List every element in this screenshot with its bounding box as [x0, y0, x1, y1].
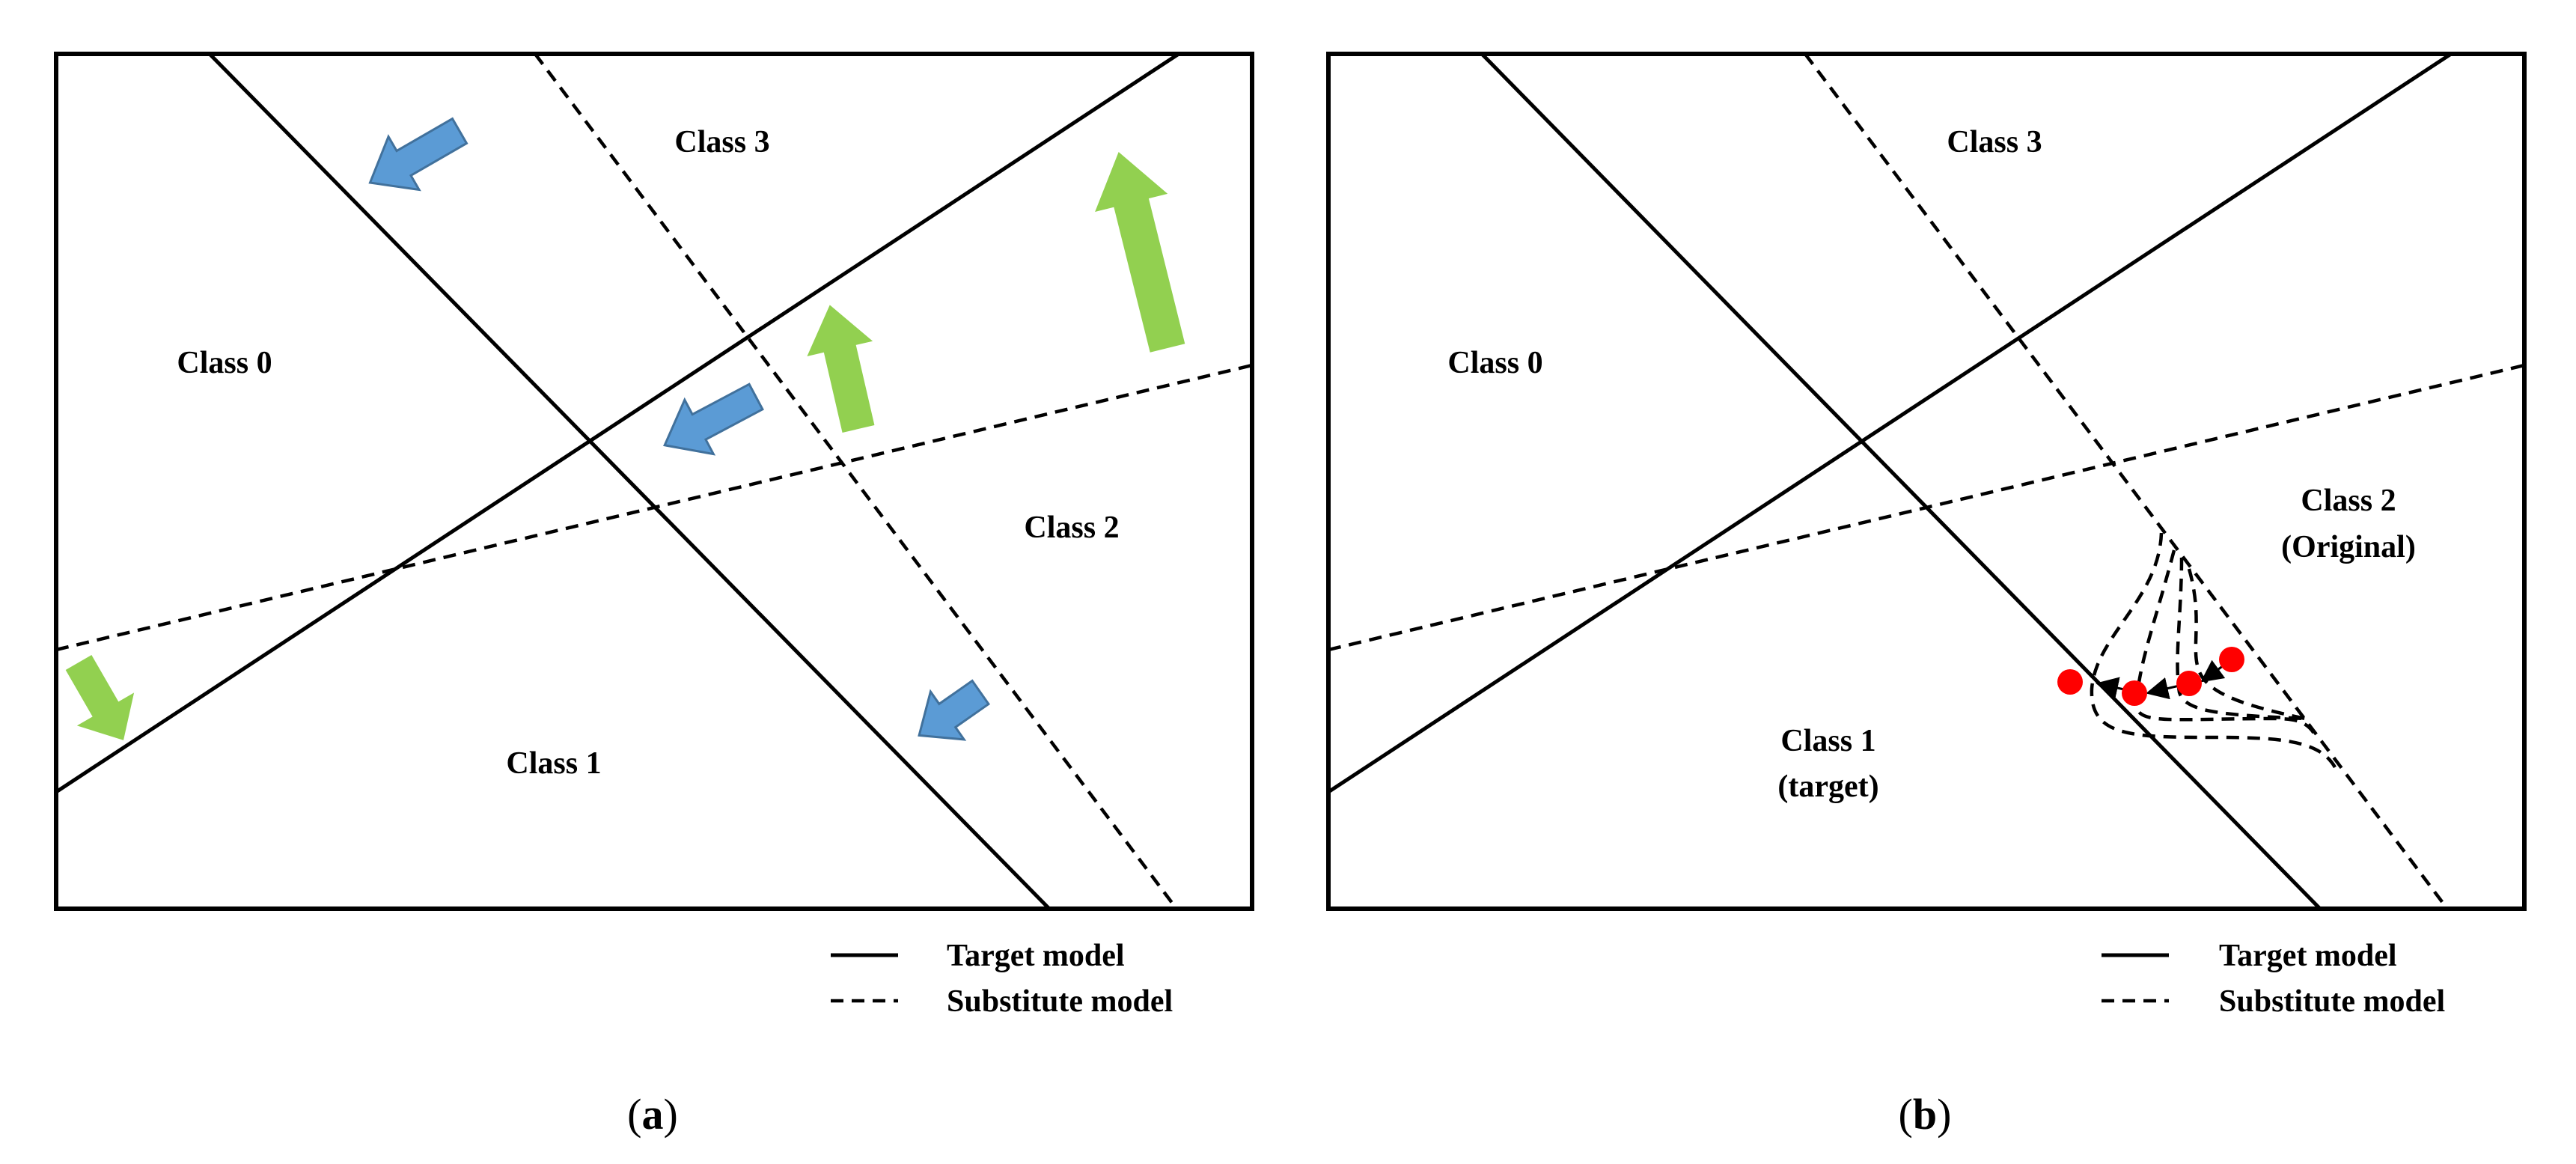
adversarial-point-1: [2219, 647, 2244, 672]
substitute-boundary-b1: [1804, 54, 2449, 909]
adversarial-path: [2057, 647, 2244, 706]
label-class0-a: Class 0: [177, 346, 272, 380]
adversarial-point-2: [2176, 671, 2202, 696]
panel-a-frame: [54, 52, 1254, 911]
label-class2-b-line1: Class 2: [2301, 484, 2396, 518]
local-boundary-curve-4: [2187, 568, 2306, 721]
target-boundary-b1: [1480, 54, 2322, 909]
caption-a: (a): [627, 1090, 678, 1139]
legend-b-target-label: Target model: [2219, 939, 2397, 973]
local-boundaries: [2090, 532, 2337, 769]
label-class1-b-line1: Class 1: [1780, 724, 1875, 758]
panel-b-boundaries: [1328, 54, 2524, 909]
caption-b: (b): [1899, 1090, 1952, 1139]
label-class1-a: Class 1: [506, 746, 601, 781]
substitute-boundary-b2: [1328, 363, 2524, 652]
green-arrow-2: [807, 305, 875, 433]
panel-b: Class 0 Class 1 (target) Class 2 (Origin…: [1326, 52, 2527, 1139]
legend-a: Target model Substitute model: [831, 939, 1173, 1019]
local-boundary-curve-3: [2176, 557, 2306, 721]
legend-a-substitute-label: Substitute model: [947, 984, 1173, 1019]
panel-a-boundaries: [56, 54, 1252, 909]
label-class3-a: Class 3: [674, 125, 769, 159]
legend-a-target-label: Target model: [947, 939, 1125, 973]
target-boundary-b2: [1328, 54, 2453, 794]
adversarial-point-3: [2122, 680, 2147, 706]
blue-arrow-2: [663, 383, 764, 456]
target-boundary-a1: [208, 54, 1051, 909]
label-class3-b: Class 3: [1947, 125, 2042, 159]
legend-b: Target model Substitute model: [2102, 939, 2445, 1019]
local-boundary-curve-2: [2134, 549, 2319, 739]
panel-a: Class 0 Class 1 Class 2 Class 3 Target m…: [54, 52, 1254, 1139]
substitute-boundary-a2: [56, 363, 1252, 652]
green-arrow-1: [1095, 152, 1185, 353]
label-class1-b-line2: (target): [1777, 770, 1878, 804]
label-class0-b: Class 0: [1447, 346, 1542, 380]
label-class2-a: Class 2: [1024, 511, 1119, 545]
substitute-boundary-a1: [534, 54, 1178, 909]
green-arrow-3: [65, 655, 135, 740]
legend-b-substitute-label: Substitute model: [2219, 984, 2445, 1019]
blue-arrow-3: [918, 679, 990, 741]
label-class2-b-line2: (Original): [2281, 530, 2416, 564]
blue-arrow-1: [368, 117, 468, 192]
panel-b-frame: [1326, 52, 2527, 911]
target-boundary-a2: [56, 54, 1180, 794]
adversarial-point-4: [2057, 669, 2083, 695]
local-boundary-curve-1: [2090, 532, 2337, 769]
